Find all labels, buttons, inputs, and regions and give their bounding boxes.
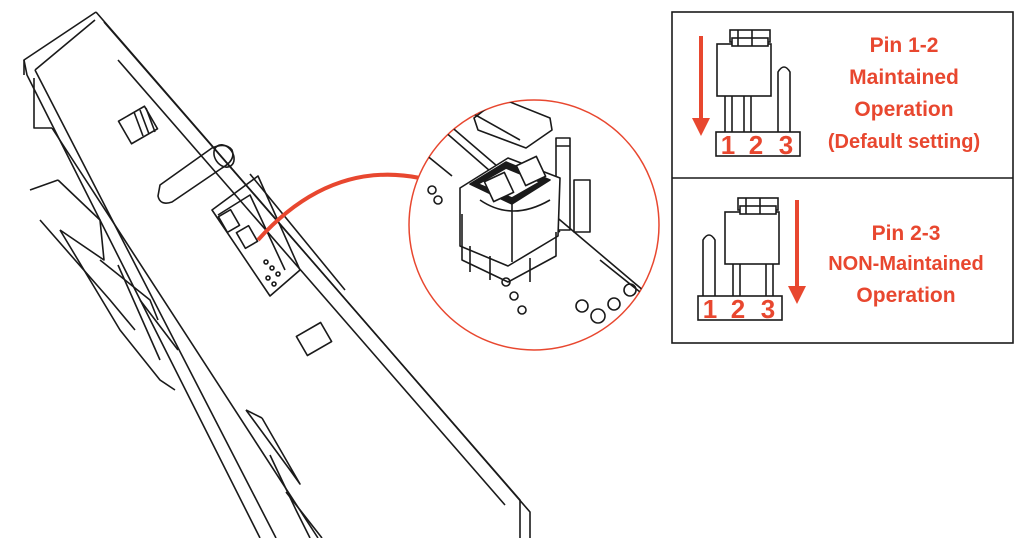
arrow-down-icon [788,200,806,304]
panel-description-line: NON-Maintained [828,253,984,275]
pin-label: 2 [749,130,763,160]
panel-title: Pin 1-2 [870,34,939,57]
panel-description-line: (Default setting) [828,131,980,153]
device-housing-drawing [23,11,531,538]
panel-description-line: Operation [856,284,955,307]
panel-pin-2-3: 1 2 3 Pin 2-3 NON-Maintained Operation [697,197,984,324]
magnified-jumper-drawing [408,99,660,351]
jumper-header-icon [697,197,783,321]
pin-label: 3 [779,130,793,160]
pin-label: 1 [703,294,717,324]
jumper-legend-box: 1 2 3 Pin 1-2 Maintained Operation (Defa… [671,11,1014,344]
jumper-header-icon [715,29,801,157]
arrow-down-icon [692,36,710,136]
panel-title: Pin 2-3 [872,222,941,245]
callout-leader [256,172,421,242]
panel-description-line: Operation [854,98,953,121]
pin-label: 1 [721,130,735,160]
panel-pin-1-2: 1 2 3 Pin 1-2 Maintained Operation (Defa… [692,29,980,160]
pin-label: 3 [761,294,775,324]
pin-label: 2 [731,294,745,324]
panel-description-line: Maintained [849,66,959,89]
